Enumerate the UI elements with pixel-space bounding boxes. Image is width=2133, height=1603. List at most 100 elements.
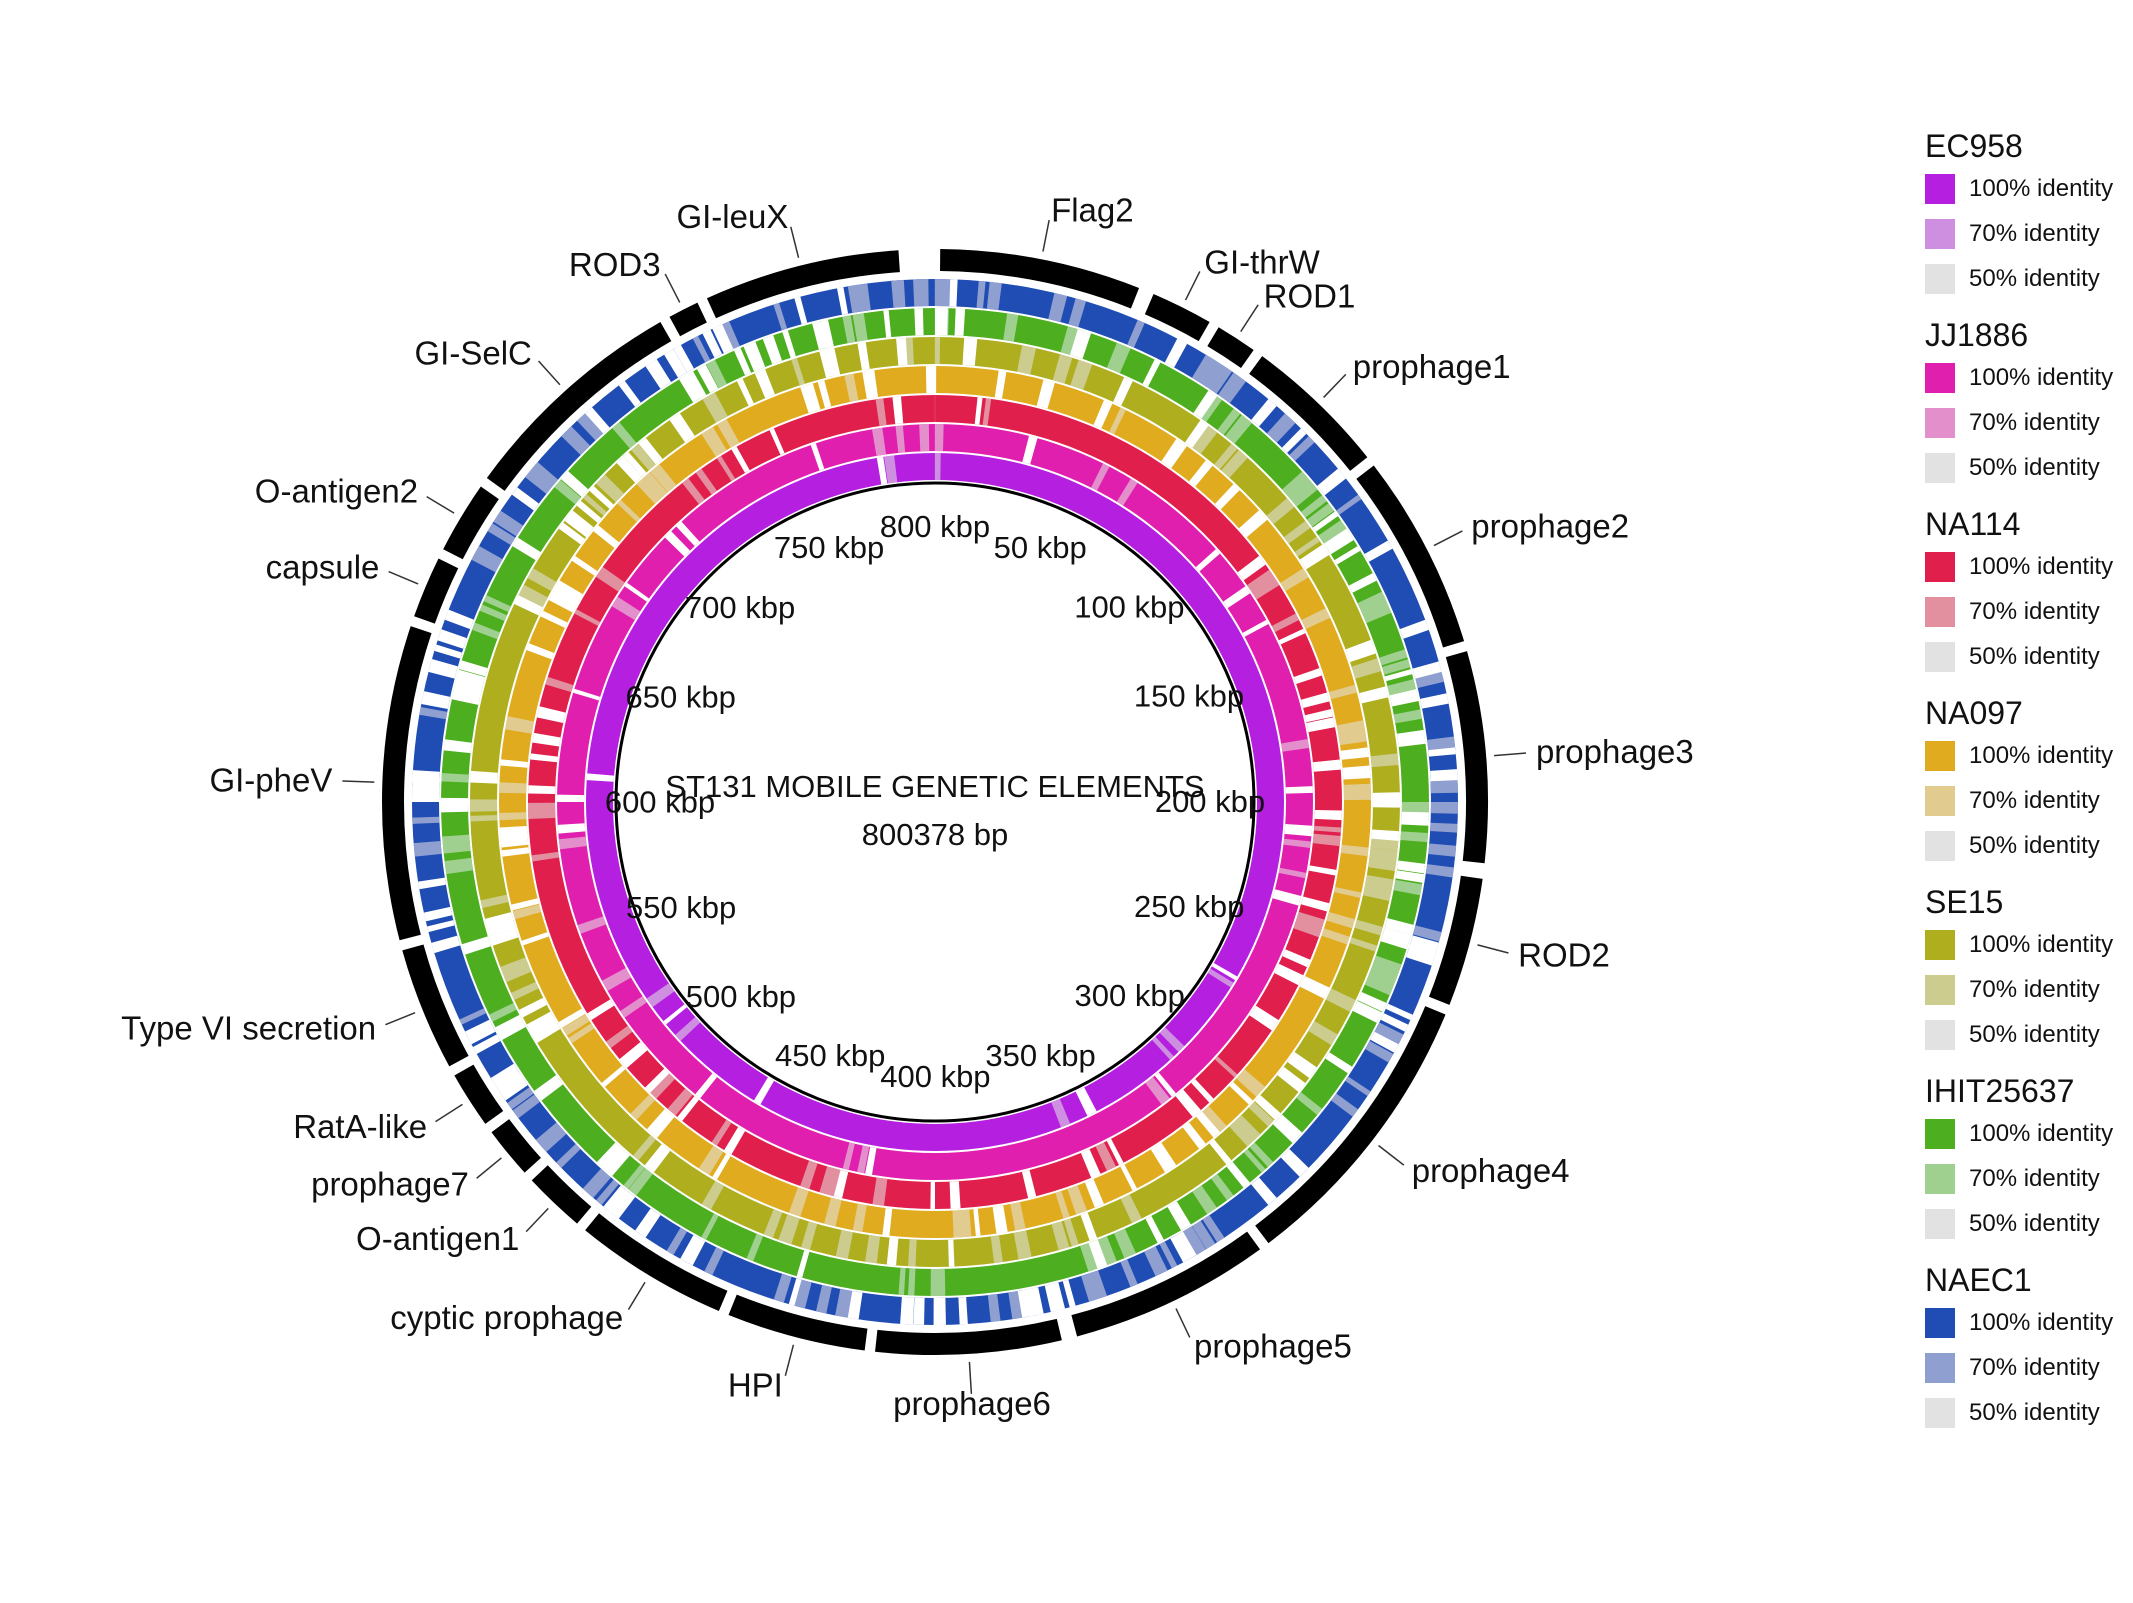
ring-gap — [1333, 887, 1362, 899]
ring-gap — [1211, 963, 1238, 981]
ring-gap — [871, 427, 887, 456]
ring-gap — [421, 691, 451, 710]
ring-gap — [490, 1063, 522, 1092]
ring-gap — [1069, 329, 1092, 359]
ring-gap — [1254, 1095, 1281, 1120]
ring-gap — [695, 468, 717, 495]
ring-gap — [1251, 399, 1277, 427]
ring-gap — [1430, 769, 1458, 782]
kbp-tick-label: 600 kbp — [605, 785, 715, 820]
ring-gap — [1380, 1013, 1409, 1032]
ring-gap — [1300, 495, 1327, 518]
ring-gap — [1413, 925, 1442, 942]
ring-gap — [667, 1088, 693, 1116]
legend-swatch — [1925, 929, 1955, 960]
legend-row: 100% identity — [1925, 355, 2125, 400]
label-leader — [784, 1344, 795, 1376]
ring-gap — [487, 523, 516, 546]
ring-gap — [711, 1119, 732, 1146]
label-leader — [525, 1207, 549, 1233]
ring-gap — [913, 1297, 925, 1325]
ring-gap — [1351, 658, 1382, 679]
ring-gap — [1415, 671, 1445, 689]
ring-gap — [470, 799, 498, 812]
ring-gap — [734, 347, 752, 376]
ring-gap — [1296, 1092, 1323, 1115]
ring-gap — [1428, 843, 1457, 857]
ring-gap — [585, 407, 610, 434]
ring-gap — [933, 1297, 946, 1325]
legend-level-label: 70% identity — [1969, 1353, 2100, 1381]
ring-gap — [1036, 379, 1055, 409]
ring-gap — [1428, 747, 1456, 757]
ring-gap — [596, 1179, 619, 1205]
ring-gap — [1106, 1138, 1124, 1166]
ring-gap — [1312, 833, 1341, 847]
ring-gap — [521, 932, 549, 946]
ring-gap — [484, 912, 514, 928]
ring-gap — [483, 595, 511, 613]
ring-gap — [1289, 436, 1315, 461]
ring-gap — [623, 452, 647, 477]
center-title-group: ST131 MOBILE GENETIC ELEMENTS 800378 bp — [665, 769, 1204, 852]
ring-gap — [1301, 608, 1331, 630]
ring-gap — [1278, 867, 1307, 879]
ring-gap — [1237, 555, 1266, 581]
mge-arc — [1144, 294, 1210, 342]
ring-gap — [1022, 435, 1038, 465]
ring-gap — [1304, 709, 1333, 723]
ring-gap — [526, 643, 555, 660]
ring-gap — [1051, 1221, 1070, 1251]
ring-gap — [558, 1008, 586, 1028]
ring-gap — [1189, 460, 1213, 487]
ring-gap — [862, 370, 879, 399]
ring-gap — [512, 537, 541, 561]
mge-arc — [1445, 651, 1488, 864]
ring-gap — [498, 1074, 528, 1101]
mge-label: prophage2 — [1471, 507, 1629, 544]
mge-arc — [875, 1318, 1062, 1356]
ring-gap — [716, 455, 736, 482]
ring-gap — [1060, 326, 1081, 356]
kbp-tick-label: 300 kbp — [1075, 978, 1185, 1013]
label-leader — [790, 226, 800, 259]
ring-gap — [712, 323, 736, 354]
ring-gap — [793, 1279, 812, 1309]
legend-row: 50% identity — [1925, 1390, 2125, 1435]
ring-gap — [1372, 802, 1400, 808]
mge-label: RatA-like — [293, 1108, 427, 1145]
legend-row: 100% identity — [1925, 922, 2125, 967]
legend-title: NA097 — [1925, 695, 2023, 731]
ring-gap — [1051, 1098, 1071, 1128]
ring-gap — [459, 1008, 487, 1025]
ring-gap — [872, 1177, 888, 1206]
legend-row: 100% identity — [1925, 733, 2125, 778]
label-leader — [435, 1103, 463, 1123]
ring-gap — [1387, 679, 1417, 696]
ring-gap — [1242, 619, 1269, 637]
ring-gap — [1249, 1142, 1274, 1168]
ring-gap — [1202, 1215, 1225, 1243]
ring-gap — [530, 753, 558, 763]
legend-title: NAEC1 — [1925, 1262, 2032, 1298]
ring-ihit25637 — [441, 308, 1430, 1296]
ring-gap — [1282, 428, 1307, 453]
ring-gap — [788, 1187, 809, 1217]
ring-gap — [754, 369, 775, 399]
mge-arc — [443, 486, 499, 560]
ring-na097 — [498, 366, 1371, 1239]
label-leader — [1042, 219, 1050, 252]
ring-gap — [919, 424, 930, 452]
ring-gap — [1425, 864, 1454, 878]
ring-gap — [1266, 413, 1296, 443]
ring-gap — [664, 349, 687, 378]
ring-gap — [865, 1146, 877, 1175]
ring-gap — [470, 815, 498, 822]
ring-gap — [1144, 1246, 1168, 1277]
legend-swatch — [1925, 407, 1955, 438]
ring-gap — [1106, 342, 1131, 374]
mge-arc — [1249, 356, 1368, 471]
ring-gap — [1293, 919, 1323, 938]
mge-label: prophage1 — [1353, 348, 1511, 385]
